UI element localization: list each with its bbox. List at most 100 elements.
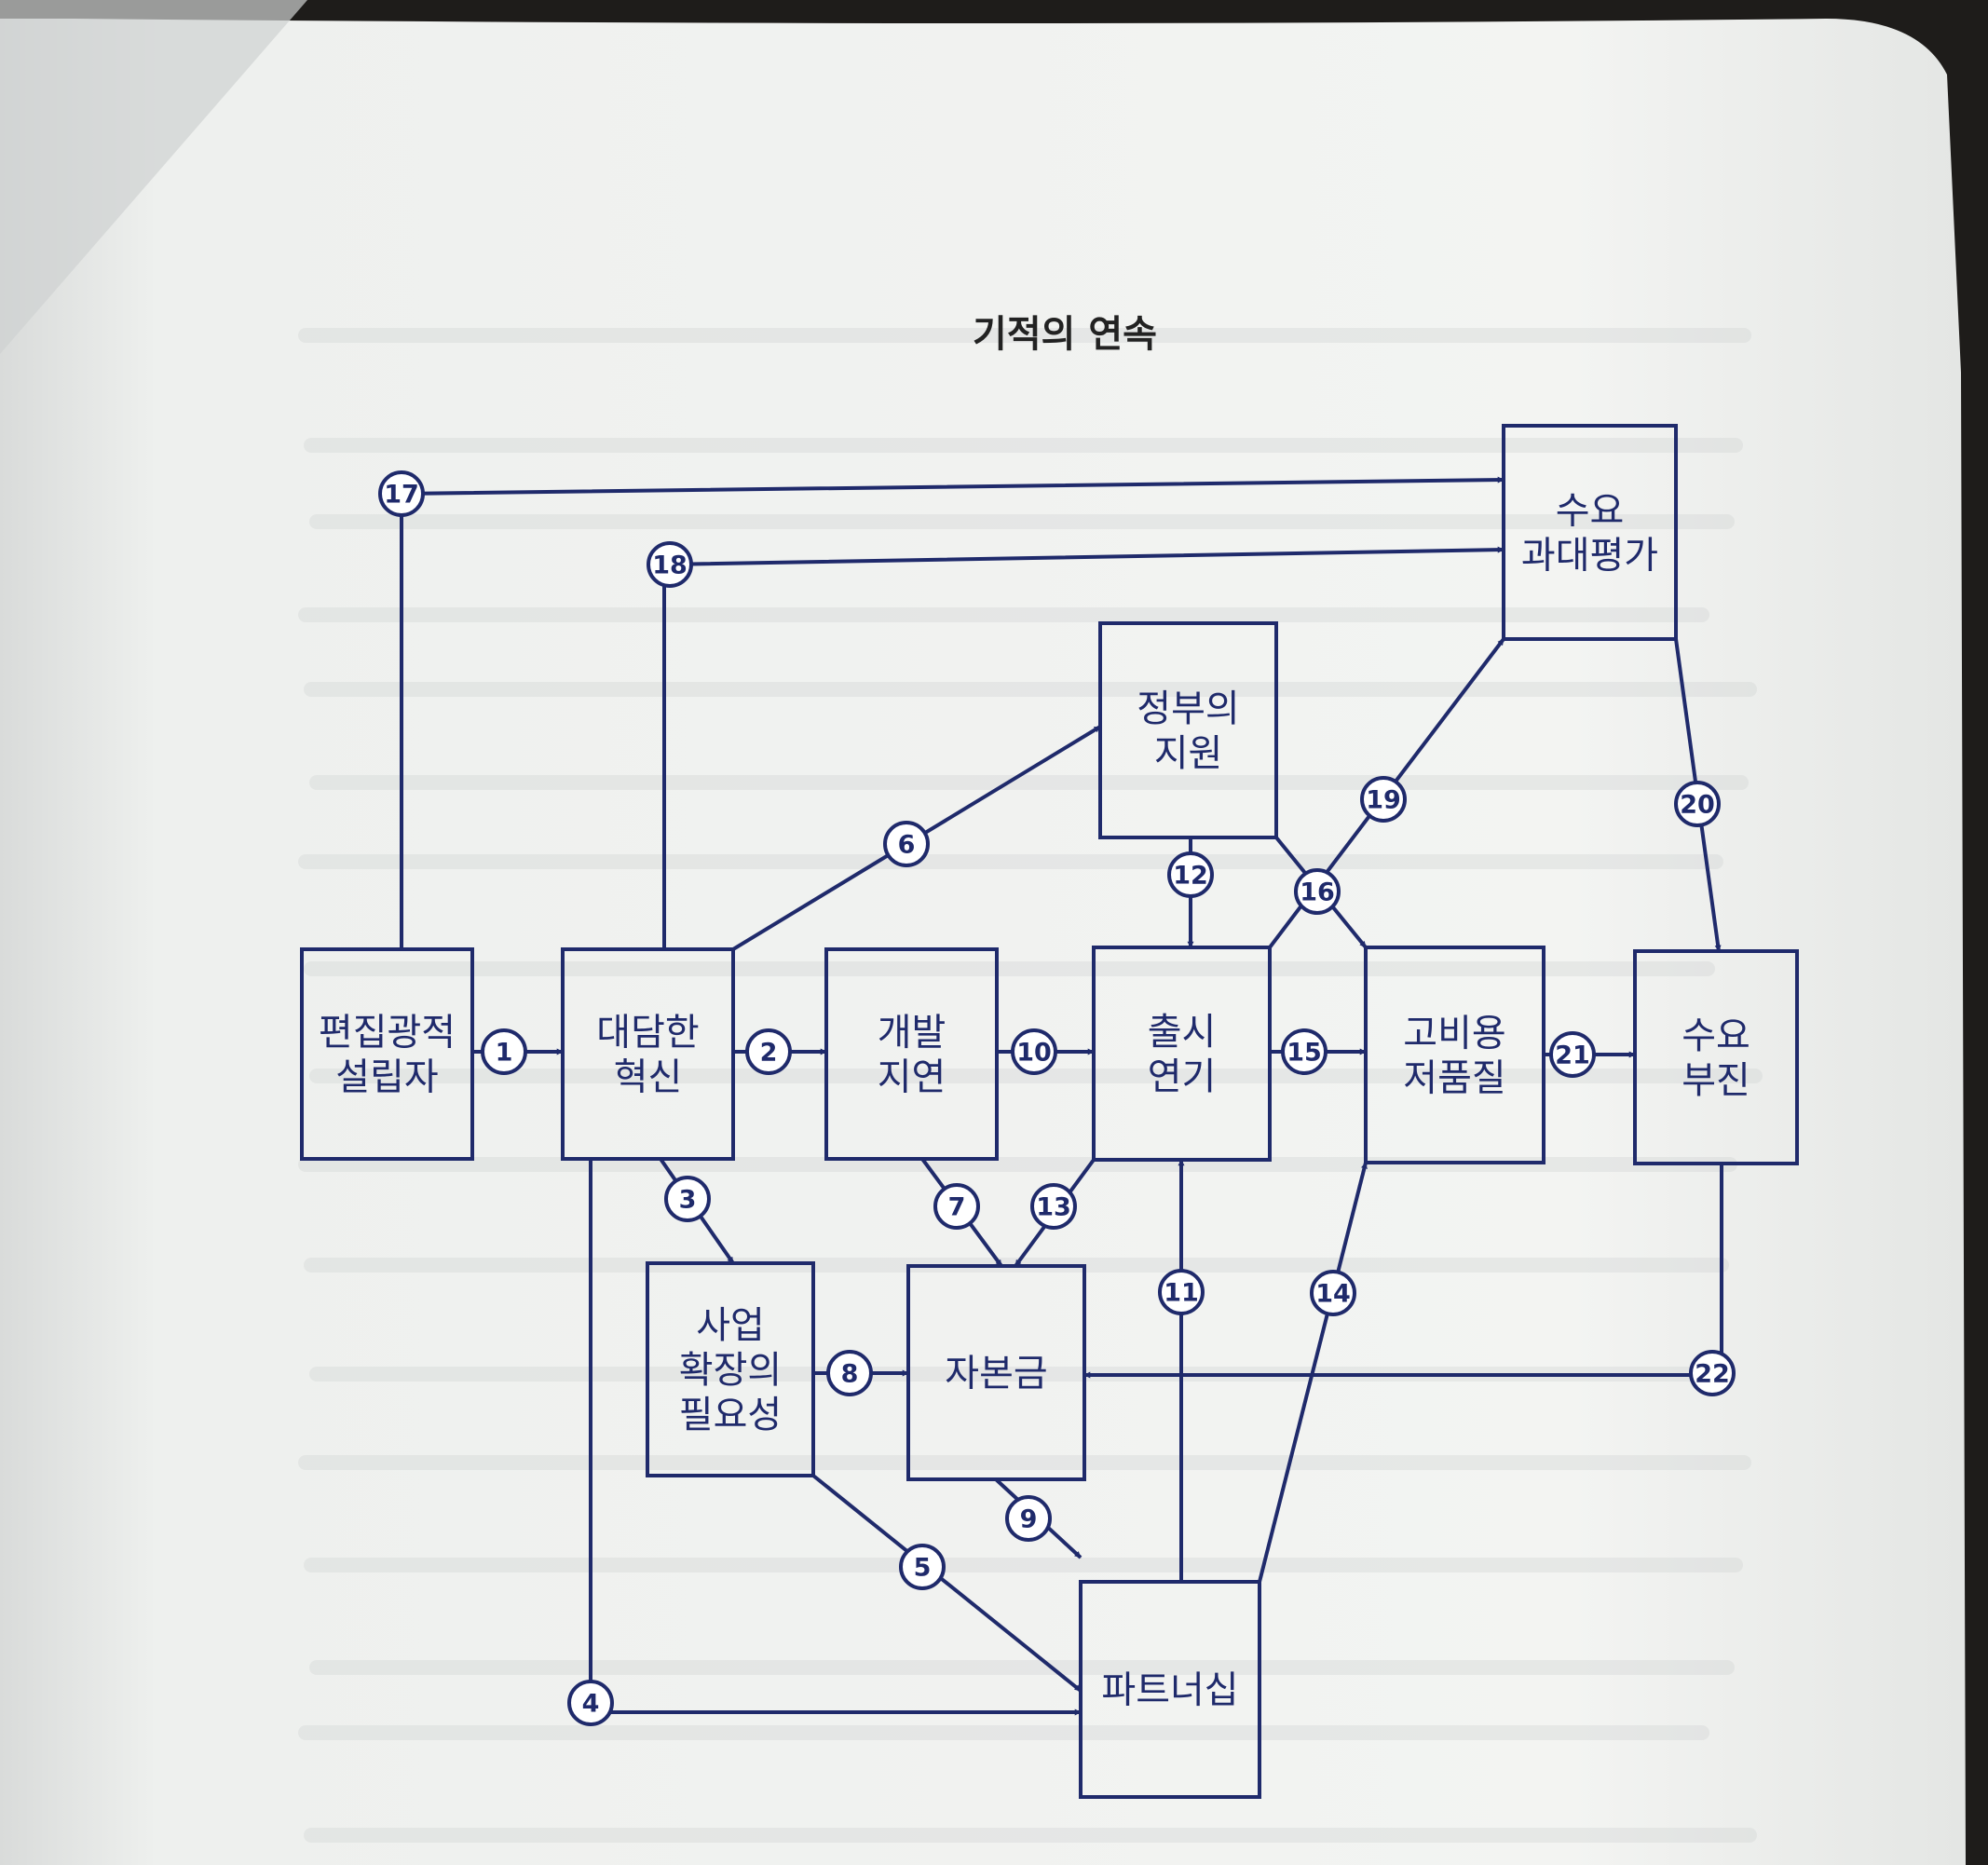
- node-label-line: 출시: [1148, 1011, 1217, 1054]
- node-label-line: 혁신: [614, 1056, 683, 1099]
- edge-badge-circle: [1310, 1270, 1356, 1316]
- edge-badge-circle: [1158, 1269, 1205, 1315]
- edge-arrow-14: [1258, 1162, 1368, 1583]
- edge-badge-5: 5: [899, 1544, 946, 1590]
- nodes-layer: 편집광적설립자대담한혁신개발지연출시연기고비용저품질수요부진수요과대평가정부의지…: [300, 424, 1799, 1799]
- edge-badge-number: 4: [582, 1690, 600, 1719]
- edge-badge-13: 13: [1030, 1183, 1077, 1230]
- edge-badge-number: 20: [1680, 791, 1715, 820]
- node-label-line: 연기: [1148, 1055, 1217, 1098]
- node-label-line: 사업: [696, 1304, 765, 1347]
- edge-badge-number: 22: [1695, 1360, 1730, 1389]
- node-label-line: 고비용: [1403, 1013, 1505, 1055]
- edge-badge-19: 19: [1360, 776, 1407, 823]
- edge-badge-circle: [826, 1350, 873, 1396]
- bleed-through-line: [304, 438, 1743, 453]
- edge-badge-7: 7: [933, 1183, 980, 1230]
- page-curl-left: [0, 0, 307, 354]
- node-label-line: 파트너십: [1101, 1669, 1238, 1712]
- edge-badge-number: 17: [384, 481, 419, 510]
- edge-badge-circle: [745, 1028, 792, 1075]
- edge-badge-6: 6: [883, 821, 930, 867]
- node-box: [1098, 621, 1278, 839]
- edge-badge-circle: [1360, 776, 1407, 823]
- edge-badge-number: 14: [1315, 1280, 1351, 1309]
- edge-badge-17: 17: [378, 470, 425, 517]
- bleed-through-line: [304, 1558, 1743, 1572]
- node-box: [824, 947, 999, 1161]
- edge-badge-circle: [664, 1176, 711, 1222]
- edge-badge-circle: [1549, 1031, 1596, 1078]
- bleed-through-line: [298, 854, 1723, 869]
- edge-badge-number: 11: [1164, 1279, 1199, 1308]
- node-box: [1502, 424, 1678, 641]
- edge-badge-number: 5: [914, 1554, 932, 1583]
- edge-badge-1: 1: [481, 1028, 527, 1075]
- edge-badge-circle: [647, 541, 693, 588]
- edge-badge-circle: [1674, 781, 1721, 827]
- node-label-line: 지원: [1154, 732, 1223, 775]
- bleed-through-line: [304, 682, 1757, 697]
- edge-badge-15: 15: [1281, 1028, 1328, 1075]
- node-box: [906, 1264, 1086, 1481]
- node-label-line: 확장의: [679, 1349, 782, 1392]
- node-box: [300, 947, 474, 1161]
- edge-badge-number: 2: [760, 1039, 778, 1068]
- bleed-through-line: [298, 607, 1709, 622]
- node-label-line: 필요성: [679, 1394, 782, 1436]
- bleed-through-line: [304, 1828, 1757, 1843]
- bleed-through-line: [304, 961, 1715, 976]
- edge-badge-circle: [1281, 1028, 1328, 1075]
- edge-badge-circle: [1689, 1350, 1736, 1396]
- edge-badge-number: 21: [1555, 1041, 1590, 1070]
- edge-badge-8: 8: [826, 1350, 873, 1396]
- node-box: [1079, 1580, 1261, 1799]
- edge-badge-11: 11: [1158, 1269, 1205, 1315]
- edge-badge-circle: [481, 1028, 527, 1075]
- edge-badge-number: 18: [652, 551, 688, 580]
- edge-badge-9: 9: [1005, 1495, 1052, 1542]
- node-box: [1364, 946, 1545, 1164]
- edge-badge-circle: [883, 821, 930, 867]
- edge-badge-20: 20: [1674, 781, 1721, 827]
- edge-badge-circle: [378, 470, 425, 517]
- edge-arrow-5: [811, 1474, 1083, 1693]
- edge-badge-16: 16: [1294, 868, 1341, 915]
- edge-badge-number: 10: [1016, 1039, 1052, 1068]
- edge-badge-4: 4: [567, 1680, 614, 1726]
- edge-badge-circle: [1167, 851, 1214, 898]
- node-label-line: 대담한: [596, 1012, 699, 1055]
- edge-badge-circle: [1030, 1183, 1077, 1230]
- edge-badge-number: 3: [679, 1186, 697, 1215]
- node-label-line: 지연: [878, 1056, 946, 1099]
- bleed-through-line: [309, 1660, 1735, 1675]
- edge-badge-number: 9: [1020, 1505, 1038, 1534]
- edge-badge-12: 12: [1167, 851, 1214, 898]
- bleed-through-line: [298, 328, 1751, 343]
- edge-badge-circle: [899, 1544, 946, 1590]
- bleed-through-line: [309, 514, 1735, 529]
- edge-badge-circle: [1005, 1495, 1052, 1542]
- edge-badge-number: 16: [1300, 878, 1335, 907]
- edge-badge-number: 19: [1366, 786, 1401, 815]
- bleed-through-line: [298, 1725, 1709, 1740]
- node-label-line: 수요: [1682, 1014, 1750, 1057]
- bleed-through-line: [309, 1367, 1721, 1382]
- node-box: [1092, 946, 1272, 1162]
- edge-badge-14: 14: [1310, 1270, 1356, 1316]
- edge-badge-10: 10: [1011, 1028, 1057, 1075]
- edge-badge-number: 15: [1287, 1039, 1322, 1068]
- edge-badge-22: 22: [1689, 1350, 1736, 1396]
- node-capital: 자본금: [906, 1264, 1086, 1481]
- node-label-line: 수요: [1556, 490, 1625, 533]
